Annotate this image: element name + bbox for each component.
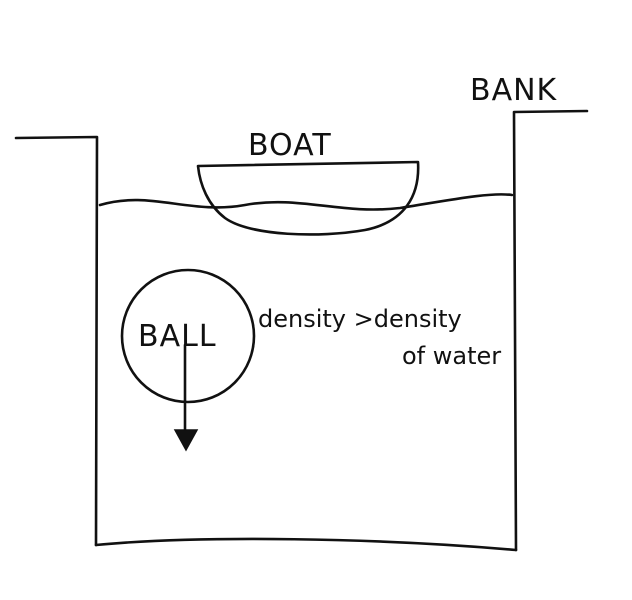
ball-label: BALL (138, 319, 217, 354)
left-bank-edge (14, 135, 99, 547)
riverbed (94, 537, 518, 552)
density-label-line1: density >density (258, 305, 462, 333)
bank-label: BANK (470, 73, 558, 108)
ball-circle (120, 268, 256, 404)
boat-label: BOAT (248, 128, 332, 163)
boat-hull (196, 160, 420, 236)
density-label-line2: of water (402, 342, 501, 370)
water-surface (98, 193, 514, 211)
right-bank-edge (512, 109, 589, 552)
arrow-head (173, 429, 199, 452)
